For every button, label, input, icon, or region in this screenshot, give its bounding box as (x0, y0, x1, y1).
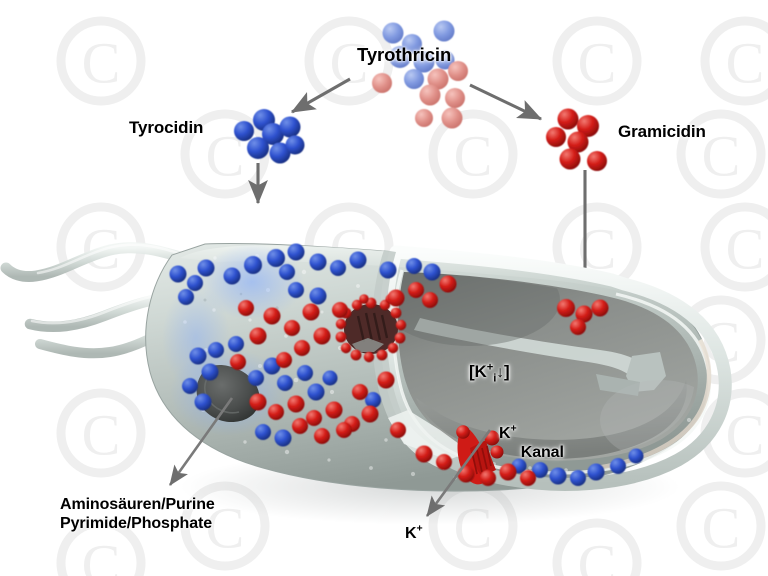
svg-text:C: C (454, 124, 493, 189)
svg-text:C: C (702, 496, 741, 561)
surface-molecules-blue (169, 243, 644, 486)
svg-text:C: C (578, 533, 617, 576)
gramicidin-on-rim (557, 299, 609, 335)
svg-text:C: C (82, 31, 121, 96)
cutaway-left-face (371, 250, 412, 436)
svg-text:C: C (330, 31, 369, 96)
svg-text:C: C (726, 403, 765, 468)
inner-septum-shelf (414, 318, 648, 384)
svg-text:C: C (578, 31, 617, 96)
gramicidin-pore-ring (335, 294, 407, 363)
surface-molecules-red (230, 275, 536, 486)
pore-ring-striations (356, 312, 389, 343)
svg-text:C: C (726, 217, 765, 282)
tyrocidin-molecule-cluster (234, 109, 305, 164)
gramicidin-molecule-cluster (546, 108, 607, 171)
tyrothricin-molecule-cluster (372, 20, 468, 129)
cutaway-rim-outer (379, 245, 732, 491)
inner-cavity-back (398, 272, 698, 461)
svg-text:C: C (726, 31, 765, 96)
svg-text:C: C (82, 403, 121, 468)
flagellum-1 (0, 242, 202, 282)
arrow-pore-to-nutrients (168, 397, 234, 486)
arrow-tyrothricin-to-gramicidin (469, 83, 543, 121)
cutaway-rim-warm-edge (595, 338, 712, 471)
svg-text:C: C (702, 124, 741, 189)
callout-arrows (168, 397, 492, 517)
lower-ledge (388, 410, 470, 460)
arrow-kchannel-to-efflux (425, 429, 492, 517)
inner-septum-post-2 (596, 374, 640, 396)
arrow-tyrothricin-to-tyrocidin (290, 77, 351, 114)
svg-text:C: C (82, 533, 121, 576)
